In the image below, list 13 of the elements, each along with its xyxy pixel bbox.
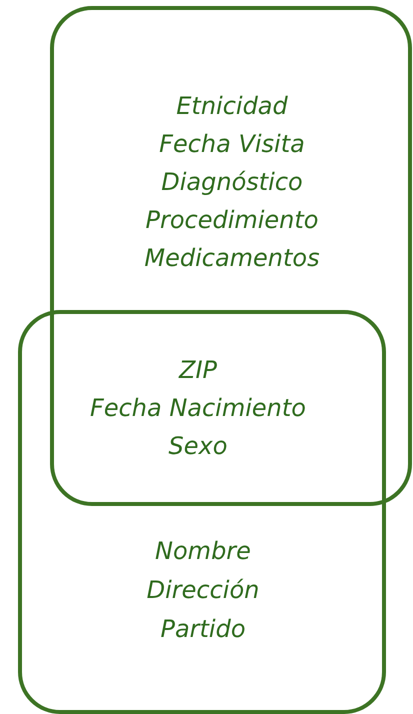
field-name: Fecha Visita [159,130,305,158]
field-name: Sexo [168,432,228,460]
field-name: Procedimiento [145,206,318,234]
rounded-set-box [50,6,412,506]
field-name: ZIP [179,356,217,384]
field-name: Etnicidad [176,92,288,120]
field-name: Dirección [146,576,260,604]
field-name: Partido [160,615,246,643]
field-name: Nombre [155,537,251,565]
field-name: Medicamentos [144,244,320,272]
rounded-set-box [18,310,386,714]
field-name: Fecha Nacimiento [90,394,306,422]
field-name: Diagnóstico [161,168,303,196]
